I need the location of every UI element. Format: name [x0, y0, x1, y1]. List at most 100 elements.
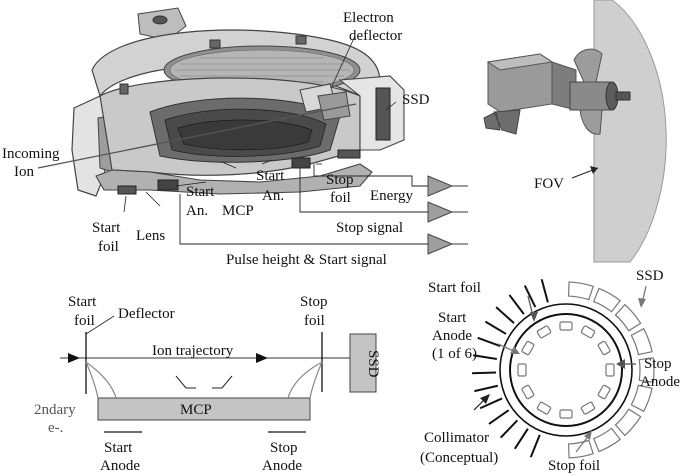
label-deflector: deflector — [349, 28, 402, 44]
label-stop-anode-1: Stop — [270, 440, 298, 456]
schematic: SSD MCP Start foil Deflector Stop foil I… — [34, 294, 381, 474]
mcp-plate — [177, 119, 313, 151]
label-stop-foil-ring: Stop foil — [548, 458, 600, 474]
label-start-anode-ring-1: Start — [438, 310, 467, 326]
label-stop-foil-top-2: foil — [330, 190, 351, 206]
label-start-anode-2: Anode — [100, 458, 140, 474]
label-start-anode-1: Start — [104, 440, 133, 456]
start-anodes — [517, 321, 615, 419]
ssd-segment — [592, 287, 622, 313]
stop-foil-block — [337, 149, 361, 159]
label-start-foil-sch-1: Start — [68, 294, 97, 310]
arrowhead-start-anode — [510, 346, 520, 354]
screw-right — [295, 35, 307, 45]
ssd-segment — [614, 408, 642, 437]
ssd-segment — [630, 384, 653, 413]
collimator-spoke — [479, 397, 503, 410]
fov-surface — [593, 0, 667, 263]
ssd-segment — [630, 327, 653, 356]
arrowhead-collimator — [480, 394, 490, 404]
amplifiers — [427, 175, 468, 255]
start-anode-pad — [521, 384, 535, 400]
label-collimator-1: Collimator — [424, 430, 489, 446]
secondary-electron-left — [85, 361, 117, 399]
collimator-spoke — [540, 278, 549, 303]
fins — [483, 109, 521, 135]
collimator-spoke — [474, 384, 499, 393]
ssd-segment — [638, 357, 655, 383]
label-energy: Energy — [370, 188, 414, 204]
label-deflector-sch: Deflector — [118, 306, 175, 322]
deflector-left — [175, 375, 187, 389]
start-anode-pad — [517, 363, 527, 377]
lug-hole — [152, 15, 168, 25]
collimator-spoke — [472, 371, 497, 375]
outer-ring — [499, 303, 633, 437]
instrument-cutaway — [37, 7, 405, 197]
deflector-leader — [85, 315, 115, 335]
start-anode-pad — [580, 325, 596, 339]
start-anode-pad — [559, 409, 573, 419]
start-anode-pad — [536, 325, 552, 339]
label-start-foil-sch-2: foil — [74, 313, 95, 329]
secondary-electron-right-2 — [309, 361, 323, 399]
label-incoming: Incoming — [2, 146, 60, 162]
ssd-segment — [567, 281, 594, 301]
label-ssd-top: SSD — [402, 92, 430, 108]
ssd-arcs — [567, 281, 655, 459]
label-stop-foil-sch-1: Stop — [300, 294, 328, 310]
deflector-plate-2 — [317, 91, 351, 121]
ssd-segment — [614, 303, 642, 332]
top-leaders — [123, 35, 397, 213]
label-start-an-left-2: An. — [186, 203, 208, 219]
label-start-anode-ring-3: (1 of 6) — [432, 346, 477, 362]
ring-diagram: Start foil SSD Start Anode (1 of 6) Stop… — [420, 268, 680, 474]
ssd-box — [349, 333, 377, 393]
fov-arrowhead — [590, 166, 598, 174]
trajectory-arrow-right — [256, 353, 268, 363]
label-start-foil-ring: Start foil — [428, 280, 481, 296]
signal-chain — [179, 164, 428, 245]
fov-view: FOV — [483, 0, 667, 263]
label-start-anode-ring-2: Anode — [432, 328, 472, 344]
label-mcp-top: MCP — [222, 203, 254, 219]
start-amplifier — [427, 233, 454, 255]
sensor-head — [569, 81, 611, 111]
start-foil-ring — [509, 313, 623, 427]
label-ssd-schematic: SSD — [365, 350, 381, 378]
label-stop-anode-ring-2: Anode — [640, 374, 680, 390]
sensor-petal-bottom — [579, 109, 603, 135]
collimator-spoke — [529, 434, 541, 458]
label-mcp-schematic: MCP — [180, 402, 212, 418]
label-electron: e-. — [48, 420, 63, 436]
label-lens: Lens — [136, 228, 165, 244]
label-start-an-right-2: An. — [262, 188, 284, 204]
label-ssd-ring: SSD — [636, 268, 664, 284]
arrowhead-stop-foil — [584, 430, 592, 440]
arrowhead-stop-anode — [616, 359, 625, 369]
label-pulse-height: Pulse height & Start signal — [226, 252, 387, 268]
collimator-spoke — [499, 419, 519, 439]
energy-amplifier — [427, 175, 454, 197]
label-stop-anode-2: Anode — [262, 458, 302, 474]
start-anode-pad — [597, 384, 611, 400]
ssd-segment — [592, 427, 622, 453]
arrowhead-start-foil — [530, 312, 538, 322]
collimator-spokes — [472, 278, 549, 458]
start-anode-pad — [597, 340, 611, 356]
label-start-foil-top-2: foil — [98, 239, 119, 255]
secondary-electron-left-2 — [85, 361, 99, 399]
label-ion-trajectory: Ion trajectory — [152, 343, 234, 359]
label-fov: FOV — [534, 176, 564, 192]
sensor-petal-top — [573, 48, 603, 83]
start-anode-left-block — [157, 179, 179, 191]
stop-amplifier — [427, 201, 454, 223]
label-stop-foil-sch-2: foil — [304, 313, 325, 329]
start-anode-pad — [580, 401, 596, 415]
start-anode-pad — [536, 401, 552, 415]
label-start-an-right-1: Start — [256, 168, 285, 184]
label-2ndary: 2ndary — [34, 402, 76, 418]
start-anode-pad — [521, 340, 535, 356]
trajectory-arrow-left — [68, 353, 80, 363]
